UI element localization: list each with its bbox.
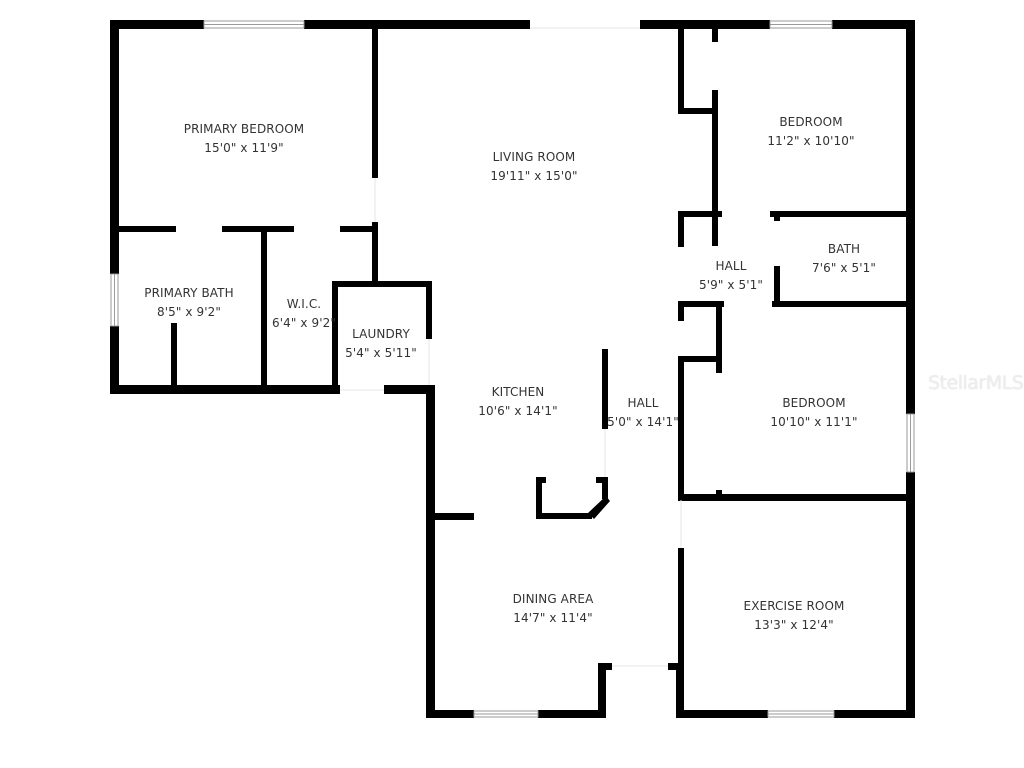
room-dimensions: 14'7" x 11'4" xyxy=(513,611,593,625)
room-dimensions: 6'4" x 9'2" xyxy=(271,316,337,330)
room-dimensions: 8'5" x 9'2" xyxy=(156,305,221,319)
room-wic: W.I.C. 6'4" x 9'2" xyxy=(272,295,336,333)
room-name: LAUNDRY xyxy=(352,327,410,341)
room-exercise-room: EXERCISE ROOM 13'3" x 12'4" xyxy=(744,597,845,635)
room-dimensions: 13'3" x 12'4" xyxy=(754,618,834,632)
room-primary-bath: PRIMARY BATH 8'5" x 9'2" xyxy=(144,284,233,322)
room-dimensions: 11'2" x 10'10" xyxy=(767,134,855,148)
room-name: BEDROOM xyxy=(782,396,846,410)
room-hall-upper: HALL 5'9" x 5'1" xyxy=(699,257,763,295)
room-dimensions: 7'6" x 5'1" xyxy=(811,261,877,275)
room-name: EXERCISE ROOM xyxy=(743,599,845,613)
room-name: KITCHEN xyxy=(491,385,545,399)
room-kitchen: KITCHEN 10'6" x 14'1" xyxy=(478,383,557,421)
room-dimensions: 5'0" x 14'1" xyxy=(607,415,679,429)
watermark-logo: StellarMLS xyxy=(928,372,1024,394)
room-dimensions: 15'0" x 11'9" xyxy=(204,141,284,155)
room-name: DINING AREA xyxy=(512,592,594,606)
room-dining-area: DINING AREA 14'7" x 11'4" xyxy=(513,590,594,628)
room-name: HALL xyxy=(715,259,747,273)
room-name: PRIMARY BEDROOM xyxy=(183,122,305,136)
window-sills xyxy=(114,24,911,715)
room-living-room: LIVING ROOM 19'11" x 15'0" xyxy=(490,148,577,186)
room-dimensions: 10'10" x 11'1" xyxy=(770,415,858,429)
room-bedroom-1: BEDROOM 11'2" x 10'10" xyxy=(767,113,854,151)
openings xyxy=(340,27,682,667)
room-name: PRIMARY BATH xyxy=(144,286,234,300)
room-dimensions: 5'9" x 5'1" xyxy=(698,278,764,292)
room-primary-bedroom: PRIMARY BEDROOM 15'0" x 11'9" xyxy=(184,120,305,158)
room-dimensions: 19'11" x 15'0" xyxy=(490,169,578,183)
room-name: BATH xyxy=(827,242,861,256)
room-dimensions: 5'4" x 5'11" xyxy=(345,346,417,360)
room-name: HALL xyxy=(627,396,659,410)
room-dimensions: 10'6" x 14'1" xyxy=(478,404,558,418)
room-bedroom-2: BEDROOM 10'10" x 11'1" xyxy=(770,394,857,432)
room-bath: BATH 7'6" x 5'1" xyxy=(812,240,876,278)
room-hall-central: HALL 5'0" x 14'1" xyxy=(607,394,679,432)
room-name: W.I.C. xyxy=(286,297,322,311)
room-name: LIVING ROOM xyxy=(492,150,576,164)
room-name: BEDROOM xyxy=(779,115,843,129)
walls xyxy=(110,20,915,718)
room-laundry: LAUNDRY 5'4" x 5'11" xyxy=(345,325,417,363)
